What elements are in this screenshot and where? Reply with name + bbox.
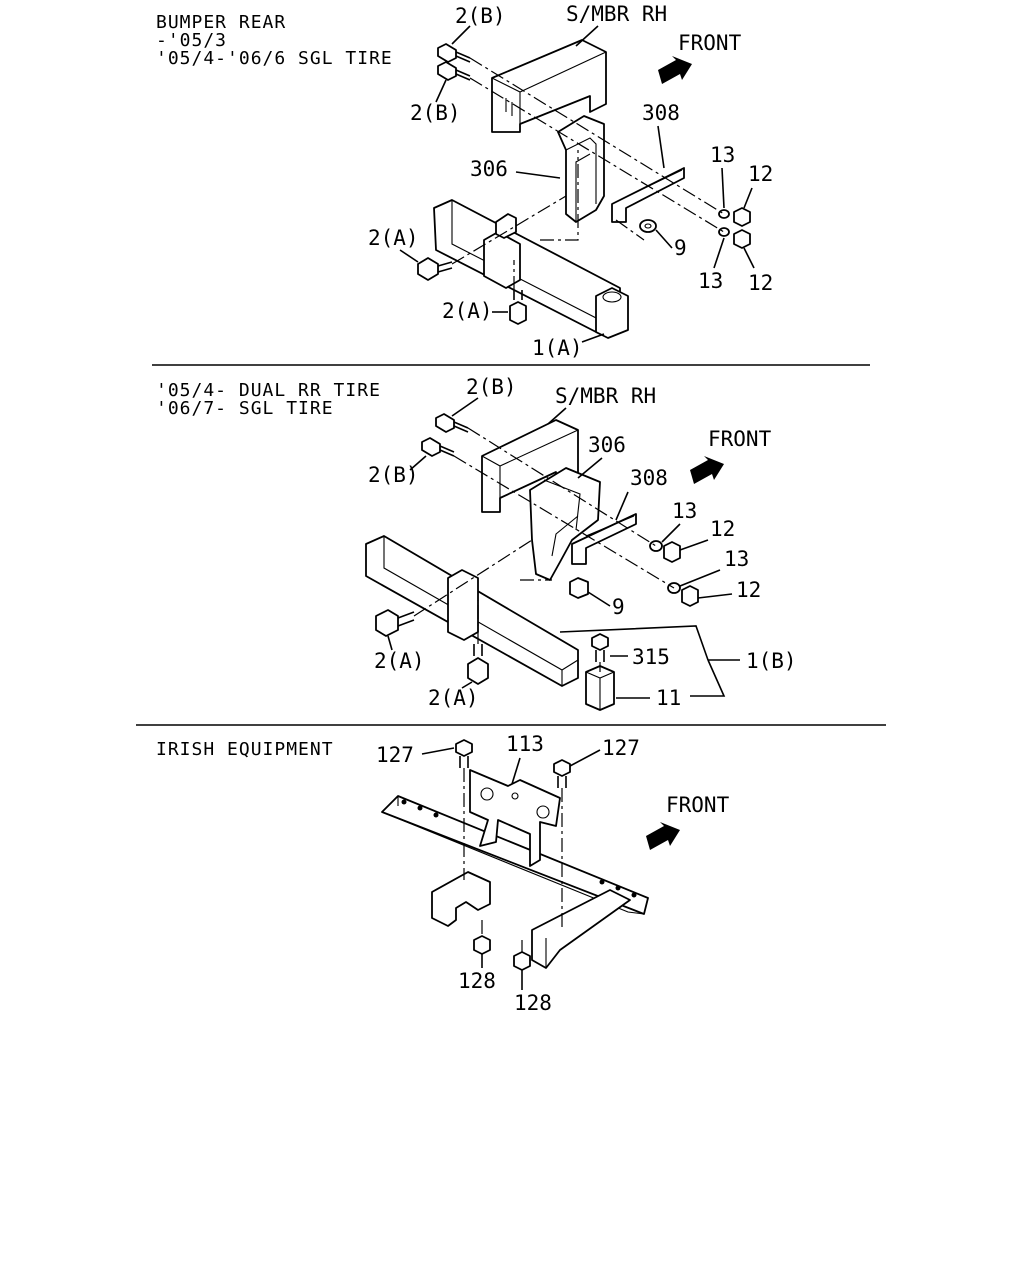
bracket-113 <box>469 769 561 867</box>
frame-bracket-left <box>431 871 491 927</box>
section-2-heading-line-1: '05/4- DUAL RR TIRE <box>156 380 381 401</box>
section-irish-equipment: IRISH EQUIPMENT <box>156 732 730 1015</box>
nut-9 <box>639 219 657 233</box>
callout-127-right: 127 <box>602 736 640 760</box>
callout-306: 306 <box>588 433 626 457</box>
front-arrow-icon <box>658 56 692 84</box>
bumper-beam-1b <box>365 535 579 687</box>
callout-11: 11 <box>656 686 681 710</box>
bracket-306 <box>557 115 605 223</box>
callout-12-bottom: 12 <box>736 578 761 602</box>
section-3-heading-line-1: IRISH EQUIPMENT <box>156 739 334 760</box>
bolt-127-left <box>455 739 473 768</box>
washers-13-nuts-12 <box>718 207 751 249</box>
callout-2b-lower: 2(B) <box>368 463 419 487</box>
rubber-11 <box>585 665 615 711</box>
callout-306: 306 <box>470 157 508 181</box>
section-1-heading-line-3: '05/4-'06/6 SGL TIRE <box>156 48 393 69</box>
callout-2a-side: 2(A) <box>368 226 419 250</box>
nut-128-right <box>513 951 531 971</box>
section-dual-rr-tire: '05/4- DUAL RR TIRE '06/7- SGL TIRE <box>156 375 797 711</box>
callout-9: 9 <box>674 236 687 260</box>
callout-13-top: 13 <box>672 499 697 523</box>
front-label: FRONT <box>666 793 730 817</box>
bolts-2b-upper <box>421 413 469 457</box>
callout-s-mbr-rh: S/MBR RH <box>555 384 656 408</box>
callout-2b-lower: 2(B) <box>410 101 461 125</box>
section-3-centerlines <box>463 768 563 952</box>
washers-13-nuts-12 <box>649 540 699 607</box>
bumper-beam-1a <box>433 199 629 339</box>
callout-s-mbr-rh: S/MBR RH <box>566 2 667 26</box>
bolts-2b-upper <box>437 43 471 81</box>
callout-2b-top: 2(B) <box>466 375 517 399</box>
frame-bracket-right <box>531 889 631 969</box>
callout-2a-side: 2(A) <box>374 649 425 673</box>
front-label: FRONT <box>678 31 742 55</box>
callout-2a-bottom: 2(A) <box>442 299 493 323</box>
nut-128-left <box>473 935 491 955</box>
callout-12-top: 12 <box>710 517 735 541</box>
stay-308 <box>571 513 637 565</box>
section-2-centerlines <box>413 427 675 672</box>
front-arrow-icon <box>646 822 680 850</box>
bolt-315 <box>591 633 609 662</box>
callout-315: 315 <box>632 645 670 669</box>
callout-128-right: 128 <box>514 991 552 1015</box>
section-1-heading-line-1: BUMPER REAR <box>156 12 286 33</box>
callout-308: 308 <box>630 466 668 490</box>
callout-113: 113 <box>506 732 544 756</box>
front-label: FRONT <box>708 427 772 451</box>
callout-12-top: 12 <box>748 162 773 186</box>
bracket-306 <box>529 467 601 581</box>
callout-1b: 1(B) <box>746 649 797 673</box>
nut-9 <box>569 577 589 599</box>
bolt-2a-bottom <box>509 290 527 325</box>
callout-128-left: 128 <box>458 969 496 993</box>
callout-13-bottom: 13 <box>724 547 749 571</box>
bolt-2a-bottom <box>467 644 489 685</box>
callout-12-bottom: 12 <box>748 271 773 295</box>
stay-308 <box>611 167 685 223</box>
callout-1a: 1(A) <box>532 336 583 360</box>
section-2-heading-line-2: '06/7- SGL TIRE <box>156 398 334 419</box>
callout-127-left: 127 <box>376 743 414 767</box>
callout-9: 9 <box>612 595 625 619</box>
callout-13-top: 13 <box>710 143 735 167</box>
callout-308: 308 <box>642 101 680 125</box>
callout-2a-bottom: 2(A) <box>428 686 479 710</box>
front-arrow-icon <box>690 456 724 484</box>
bolt-127-right <box>553 759 571 788</box>
section-1-heading-line-2: -'05/3 <box>156 30 227 51</box>
bolt-2a-side <box>375 609 415 637</box>
section-bumper-rear-sgl-tire: BUMPER REAR -'05/3 '05/4-'06/6 SGL TIRE <box>156 2 773 360</box>
bolt-2a-side <box>417 257 453 281</box>
callout-2b-top: 2(B) <box>455 4 506 28</box>
callout-13-bottom: 13 <box>698 269 723 293</box>
